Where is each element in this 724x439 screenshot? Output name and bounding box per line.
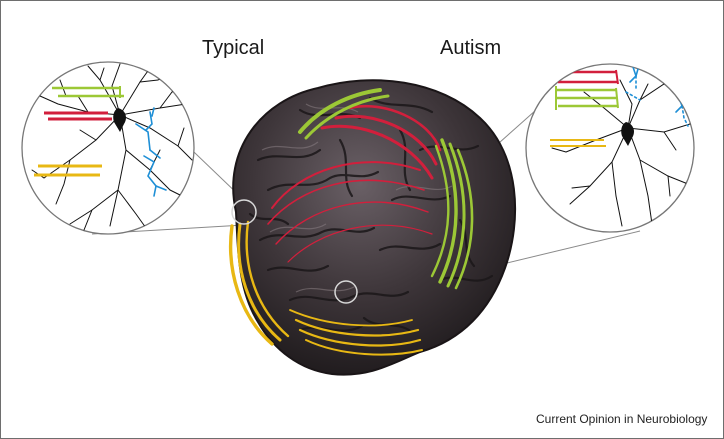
autism-label: Autism — [440, 37, 501, 60]
typical-neuron-inset — [22, 62, 194, 234]
source-credit: Current Opinion in Neurobiology — [536, 412, 707, 426]
typical-label: Typical — [202, 37, 264, 60]
autism-neuron-inset — [526, 62, 694, 232]
